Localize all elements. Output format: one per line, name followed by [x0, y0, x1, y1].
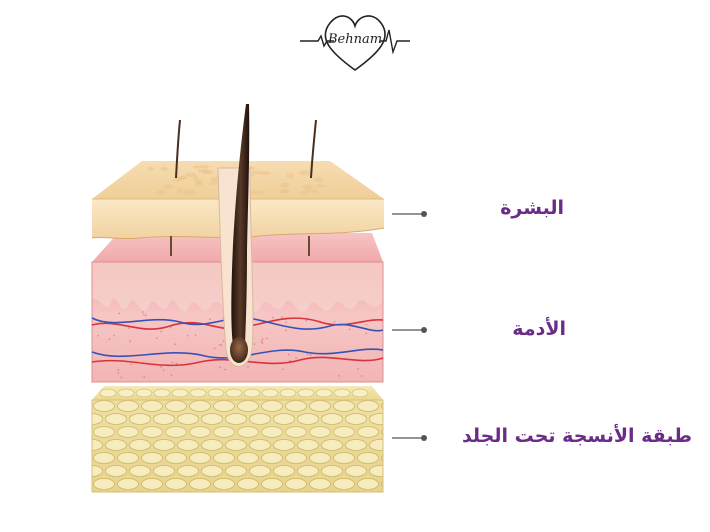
- logo-text: Behnam: [327, 32, 382, 47]
- small-hair-left: [170, 119, 181, 256]
- leader-line-hypodermis: [392, 435, 427, 441]
- heart-ecg-icon: [300, 15, 410, 71]
- label-hypodermis: طبقة الأنسجة تحت الجلد: [461, 425, 692, 447]
- hair-bulb: [230, 337, 248, 363]
- small-hair-right: [308, 119, 317, 256]
- label-dermis: الأدمة: [512, 318, 566, 340]
- logo: Behnam: [300, 15, 410, 71]
- dermis-texture-dots: [97, 311, 368, 379]
- leader-line-epidermis: [392, 211, 427, 217]
- leader-line-dermis: [392, 327, 427, 333]
- label-epidermis: البشرة: [500, 197, 564, 219]
- hypodermis-layer: [91, 386, 384, 493]
- hair-shaft: [231, 104, 250, 345]
- hair-follicle: [217, 104, 254, 367]
